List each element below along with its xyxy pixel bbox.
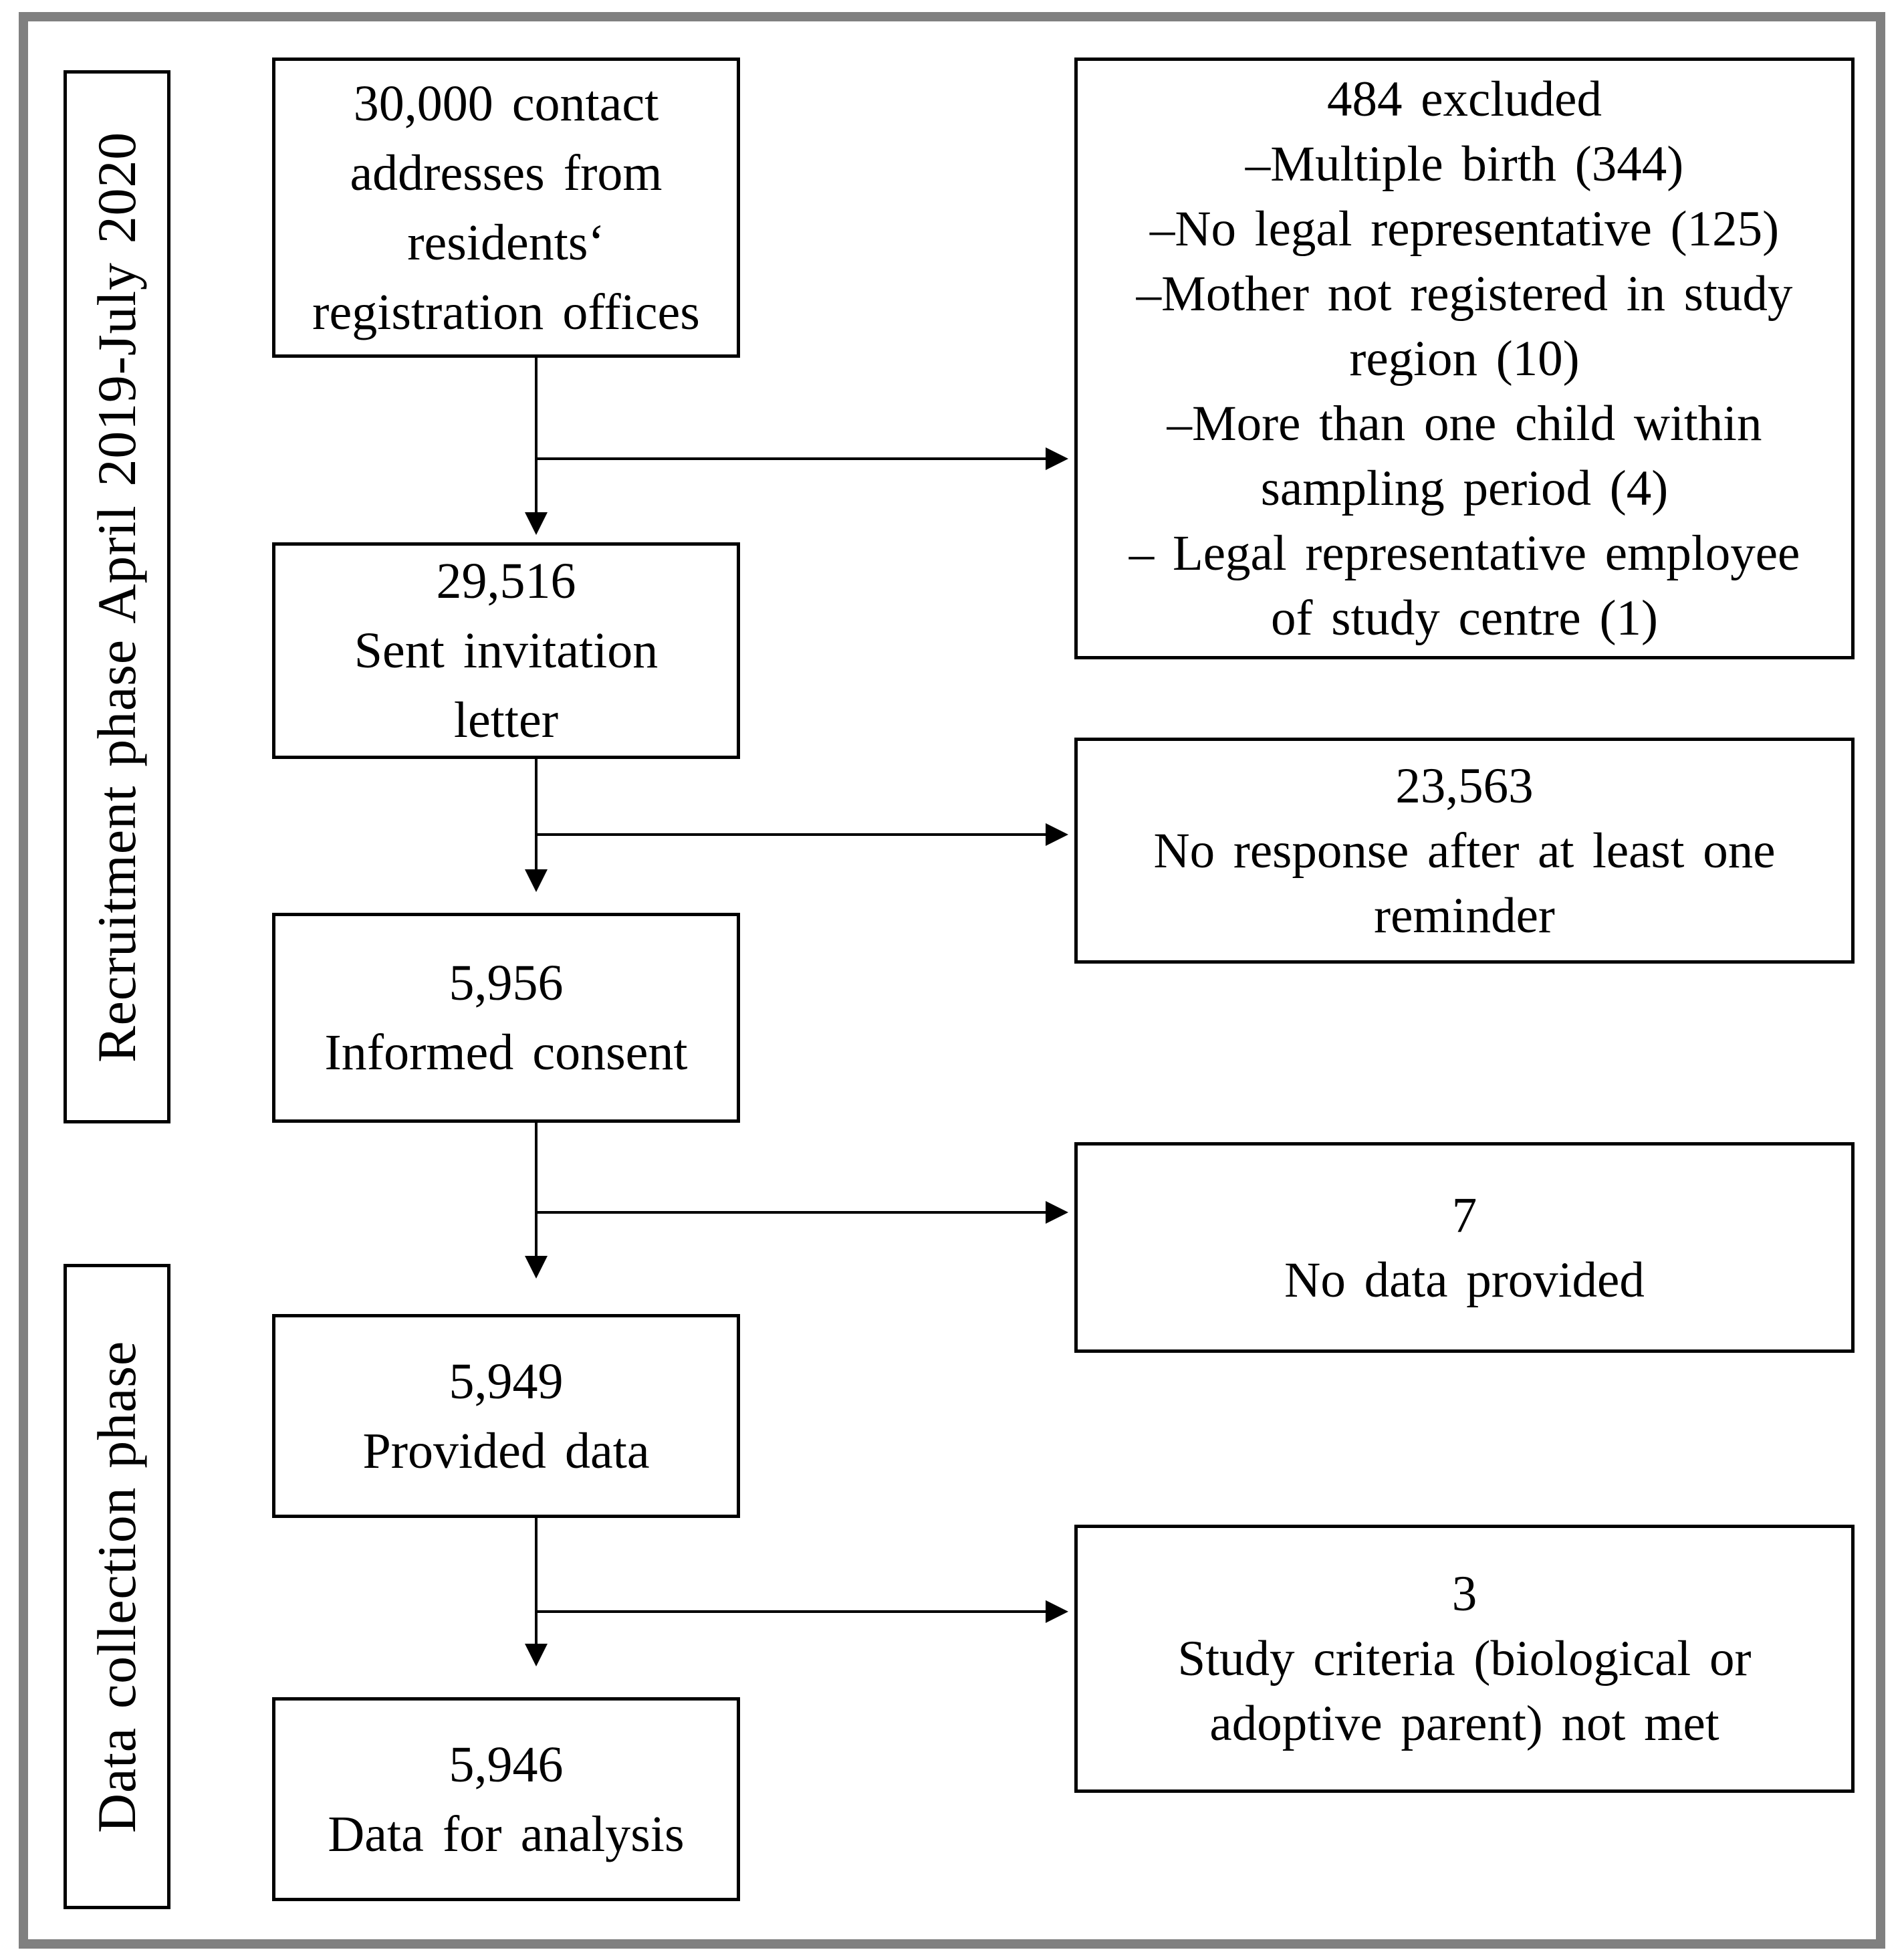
arrow-right-icon-1 <box>1046 447 1068 470</box>
arrow-right-icon-2 <box>1046 823 1068 846</box>
flow-box-informed-consent-text: 5,956 Informed consent <box>324 955 688 1081</box>
side-box-no-data-provided-text: 7 No data provided <box>1284 1187 1645 1308</box>
side-box-no-response-text: 23,563 No response after at least one re… <box>1153 758 1776 944</box>
flow-box-informed-consent: 5,956 Informed consent <box>272 913 740 1123</box>
arrow-line-2 <box>535 759 538 869</box>
flow-box-data-for-analysis: 5,946 Data for analysis <box>272 1697 740 1901</box>
flow-box-sent-invitation-text: 29,516 Sent invitation letter <box>354 553 659 748</box>
arrow-down-icon-3 <box>525 1256 548 1279</box>
flow-box-provided-data: 5,949 Provided data <box>272 1314 740 1518</box>
figure-outer-border <box>19 12 1885 1949</box>
arrow-down-icon-2 <box>525 869 548 892</box>
branch-line-4 <box>536 1610 1046 1613</box>
phase-label-data-collection: Data collection phase <box>64 1264 170 1909</box>
arrow-line-1 <box>535 358 538 512</box>
side-box-excluded-text: 484 excluded –Multiple birth (344) –No l… <box>1128 71 1800 646</box>
phase-label-recruitment-text: Recruitment phase April 2019-July 2020 <box>86 131 147 1063</box>
side-box-excluded: 484 excluded –Multiple birth (344) –No l… <box>1074 58 1855 659</box>
flow-box-contact-addresses: 30,000 contact addresses from residents‘… <box>272 58 740 358</box>
phase-label-data-collection-text: Data collection phase <box>86 1340 147 1833</box>
flow-box-provided-data-text: 5,949 Provided data <box>362 1353 650 1479</box>
arrow-line-3 <box>535 1123 538 1256</box>
flow-box-contact-addresses-text: 30,000 contact addresses from residents‘… <box>312 75 700 340</box>
arrow-down-icon-4 <box>525 1644 548 1666</box>
arrow-right-icon-3 <box>1046 1201 1068 1224</box>
side-box-criteria-not-met: 3 Study criteria (biological or adoptive… <box>1074 1525 1855 1793</box>
arrow-right-icon-4 <box>1046 1600 1068 1623</box>
flow-box-data-for-analysis-text: 5,946 Data for analysis <box>328 1736 685 1862</box>
arrow-line-4 <box>535 1518 538 1644</box>
phase-label-recruitment: Recruitment phase April 2019-July 2020 <box>64 70 170 1123</box>
side-box-criteria-not-met-text: 3 Study criteria (biological or adoptive… <box>1177 1566 1752 1751</box>
side-box-no-response: 23,563 No response after at least one re… <box>1074 738 1855 964</box>
branch-line-1 <box>536 457 1046 460</box>
side-box-no-data-provided: 7 No data provided <box>1074 1142 1855 1353</box>
arrow-down-icon-1 <box>525 512 548 535</box>
flow-box-sent-invitation: 29,516 Sent invitation letter <box>272 542 740 759</box>
branch-line-2 <box>536 833 1046 836</box>
branch-line-3 <box>536 1211 1046 1214</box>
